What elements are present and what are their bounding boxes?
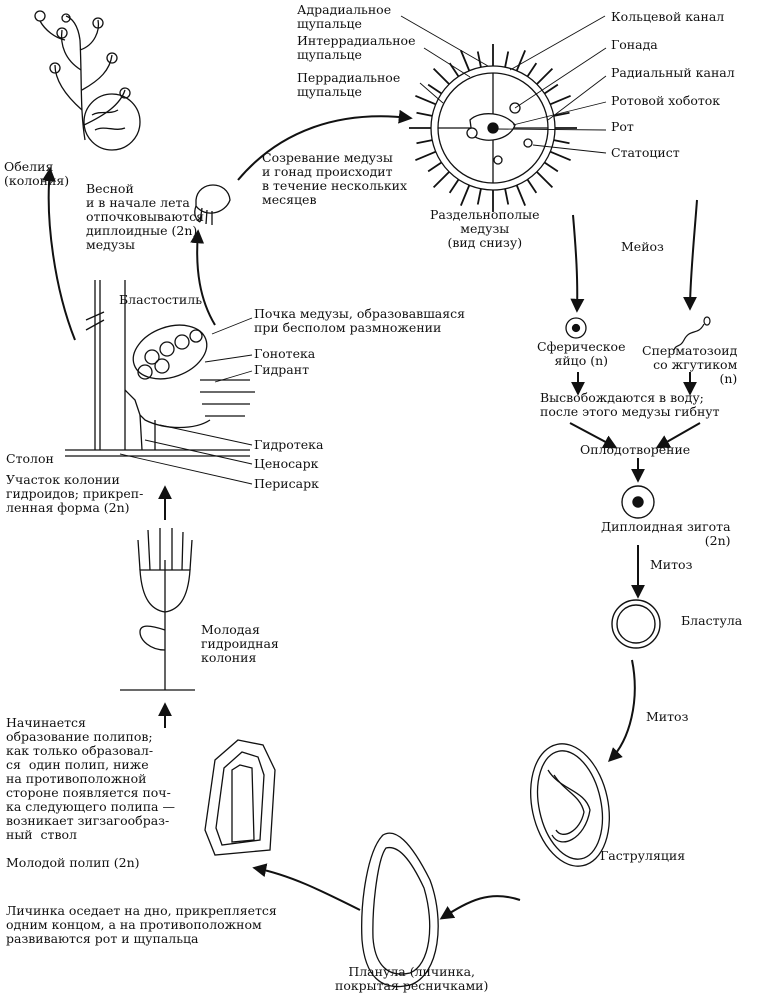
young-medusa-drawing — [194, 184, 231, 225]
tentacle — [416, 111, 433, 117]
label-medusa-bud: Почка медузы, образовавшаяся при бесполо… — [254, 306, 466, 335]
tentacle — [504, 51, 510, 68]
tentacle — [504, 188, 510, 205]
tentacle — [536, 67, 554, 85]
label-radial-canal: Радиальный канал — [611, 65, 735, 80]
sperm-drawing — [673, 316, 711, 351]
label-manubrium: Ротовой хоботок — [611, 93, 721, 108]
label-gonad: Гонада — [611, 37, 658, 52]
hydroid-colony-section-drawing — [65, 280, 255, 457]
tentacle — [526, 62, 538, 77]
label-polyp-formation: Начинается образование полипов; как толь… — [6, 715, 175, 842]
label-ring-canal: Кольцевой канал — [611, 9, 725, 24]
tentacle — [544, 83, 559, 95]
tentacle — [416, 139, 433, 145]
tentacle — [427, 161, 442, 173]
medusa-leader-lines — [400, 15, 607, 154]
tentacle — [460, 184, 471, 206]
young-polyp-drawing — [204, 739, 276, 856]
tentacle — [536, 171, 554, 189]
label-hydranth: Гидрант — [254, 362, 310, 377]
obelia-colony-drawing — [34, 10, 141, 151]
label-spring-budding: Весной и в начале лета отпочковываются д… — [86, 181, 205, 252]
label-fertilization: Оплодотворение — [580, 442, 691, 457]
egg-drawing — [565, 317, 587, 339]
label-coenosarc: Ценосарк — [254, 456, 319, 471]
label-statocyst: Статоцист — [611, 145, 680, 160]
blastula-drawing — [611, 599, 661, 649]
label-mitosis-2: Митоз — [646, 709, 689, 724]
label-stolon: Столон — [6, 451, 54, 466]
tentacle — [460, 50, 471, 72]
label-blastostyle: Бластостиль — [119, 292, 203, 307]
label-interradial-tentacle: Интеррадиальное щупальце — [297, 33, 416, 62]
tentacle — [544, 161, 559, 173]
label-young-hydroid-colony: Молодая гидроидная колония — [201, 622, 279, 665]
tentacle — [427, 83, 442, 95]
medusa-bottom-view-drawing — [409, 44, 577, 212]
label-perisarc: Перисарк — [254, 476, 319, 491]
tentacle — [549, 150, 571, 161]
tentacle — [415, 95, 437, 106]
label-blastula: Бластула — [681, 613, 743, 628]
young-hydroid-colony-drawing — [120, 528, 195, 691]
label-spherical-egg: Сферическое яйцо (n) — [537, 339, 626, 368]
label-meiosis: Мейоз — [621, 239, 664, 254]
label-perradial-tentacle: Перрадиальное щупальце — [297, 70, 401, 99]
zygote-drawing — [621, 485, 655, 519]
tentacle — [553, 111, 570, 117]
cycle-arrows — [41, 109, 701, 920]
tentacle — [448, 179, 460, 194]
label-larva-settles: Личинка оседает на дно, прикрепляется од… — [6, 903, 277, 946]
label-dioecious-medusae: Раздельнополые медузы (вид снизу) — [430, 207, 540, 250]
tentacle — [553, 139, 570, 145]
label-gonotheca: Гонотека — [254, 346, 316, 361]
tentacle — [432, 171, 450, 189]
tentacle — [549, 95, 571, 106]
label-adradial-tentacle: Адрадиальное щупальце — [297, 2, 392, 31]
tentacle — [415, 150, 437, 161]
gastrula-drawing — [530, 743, 610, 867]
tentacle — [515, 184, 526, 206]
tentacle — [432, 67, 450, 85]
tentacle — [476, 188, 482, 205]
planula-drawing — [361, 832, 439, 988]
label-release-into-water: Высвобождаются в воду; после этого медуз… — [540, 390, 720, 419]
label-obelia-colony: Обелия (колония) — [4, 159, 70, 188]
label-planula: Планула (личинка, покрытая ресничками) — [335, 964, 489, 993]
label-hydrotheca: Гидротека — [254, 437, 324, 452]
label-young-polyp: Молодой полип (2n) — [6, 855, 140, 870]
label-maturation: Созревание медузы и гонад происходит в т… — [262, 150, 408, 207]
tentacle — [515, 50, 526, 72]
label-mouth: Рот — [611, 119, 634, 134]
label-mitosis-1: Митоз — [650, 557, 693, 572]
label-diploid-zygote: Диплоидная зигота (2n) — [601, 519, 731, 548]
medusa-tentacles — [409, 44, 577, 212]
label-gastrulation: Гаструляция — [600, 848, 686, 863]
tentacle — [526, 179, 538, 194]
label-colony-section: Участок колонии гидроидов; прикреп- ленн… — [6, 472, 144, 515]
label-sperm: Сперматозоид со жгутиком (n) — [642, 343, 738, 386]
tentacle — [476, 51, 482, 68]
colony-leader-lines — [119, 317, 253, 485]
